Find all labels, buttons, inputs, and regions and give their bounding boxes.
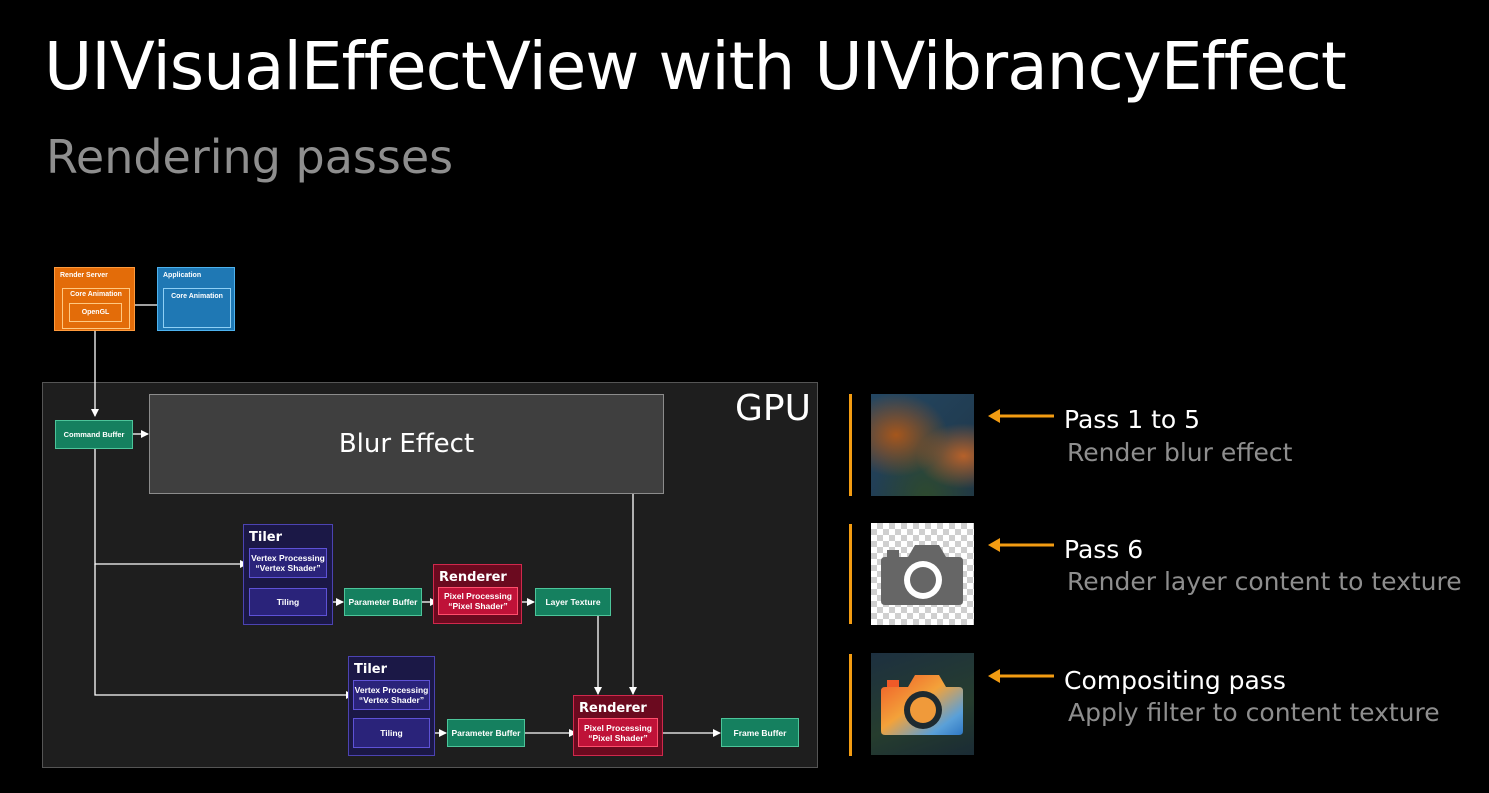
pass-1-separator — [849, 394, 852, 496]
gpu-label: GPU — [735, 388, 811, 429]
composited-thumbnail — [871, 653, 974, 755]
tiler-1-vertex-line2: “Vertex Shader” — [255, 563, 321, 573]
application-label: Application — [163, 272, 202, 279]
tiler-2-tiling: Tiling — [353, 718, 430, 748]
renderer-2-pixel-line2: “Pixel Shader” — [588, 732, 648, 743]
app-core-animation-label: Core Animation — [171, 293, 223, 300]
layer-texture-box: Layer Texture — [535, 588, 611, 616]
pass-2-arrow-icon — [988, 538, 1054, 552]
pass-2-title: Pass 6 — [1064, 535, 1144, 564]
tiler-2-title: Tiler — [354, 662, 388, 677]
transparent-camera-thumbnail — [871, 523, 974, 625]
command-buffer-to-tiler2-arrow — [94, 564, 354, 699]
tiler-1-title: Tiler — [249, 530, 283, 545]
parameter-buffer-1: Parameter Buffer — [344, 588, 422, 616]
opengl-box: OpenGL — [69, 303, 122, 322]
pass-2-description: Render layer content to texture — [1067, 567, 1462, 596]
pass-3-separator — [849, 654, 852, 756]
pass-2-separator — [849, 524, 852, 624]
tiler-2-vertex-processing: Vertex Processing “Vertex Shader” — [353, 680, 430, 710]
vibrant-camera-icon — [881, 675, 963, 735]
tiler-1-vertex-processing: Vertex Processing “Vertex Shader” — [249, 548, 327, 578]
command-buffer-box: Command Buffer — [55, 420, 133, 449]
pass-1-description: Render blur effect — [1067, 438, 1293, 467]
renderer-2-title: Renderer — [579, 701, 647, 716]
pass-1-arrow-icon — [988, 409, 1054, 423]
blurred-image — [871, 394, 974, 496]
renderer-1-pixel-processing: Pixel Processing “Pixel Shader” — [438, 587, 518, 615]
pass-1-title: Pass 1 to 5 — [1064, 405, 1201, 434]
render-server-label: Render Server — [60, 272, 108, 279]
application-core-animation-box: Core Animation — [163, 288, 231, 328]
render-server-box: Render Server Core Animation OpenGL — [54, 267, 135, 331]
slide-title: UIVisualEffectView with UIVibrancyEffect — [44, 28, 1347, 105]
render-server-core-animation-box: Core Animation OpenGL — [62, 288, 130, 329]
application-box: Application Core Animation — [157, 267, 235, 331]
pass-3-description: Apply filter to content texture — [1068, 698, 1440, 727]
renderer-2-pixel-processing: Pixel Processing “Pixel Shader” — [578, 718, 658, 747]
tiler-1-tiling: Tiling — [249, 588, 327, 616]
parameter-buffer-2: Parameter Buffer — [447, 719, 525, 747]
pass-3-title: Compositing pass — [1064, 666, 1286, 695]
tiler-2-vertex-line2: “Vertex Shader” — [358, 695, 425, 705]
frame-buffer-box: Frame Buffer — [721, 718, 799, 747]
slide-subtitle: Rendering passes — [46, 130, 454, 184]
core-animation-label: Core Animation — [70, 291, 122, 298]
camera-icon — [881, 545, 963, 605]
renderer-1-pixel-line1: Pixel Processing — [443, 591, 513, 601]
pass-3-arrow-icon — [988, 669, 1054, 683]
renderer-1-pixel-line2: “Pixel Shader” — [448, 601, 508, 611]
renderer-1-title: Renderer — [439, 570, 507, 585]
renderer-2-pixel-line1: Pixel Processing — [583, 722, 653, 733]
blur-effect-box: Blur Effect — [149, 394, 664, 494]
tiler-2-vertex-line1: Vertex Processing — [354, 685, 429, 695]
tiler-1-vertex-line1: Vertex Processing — [251, 553, 325, 563]
